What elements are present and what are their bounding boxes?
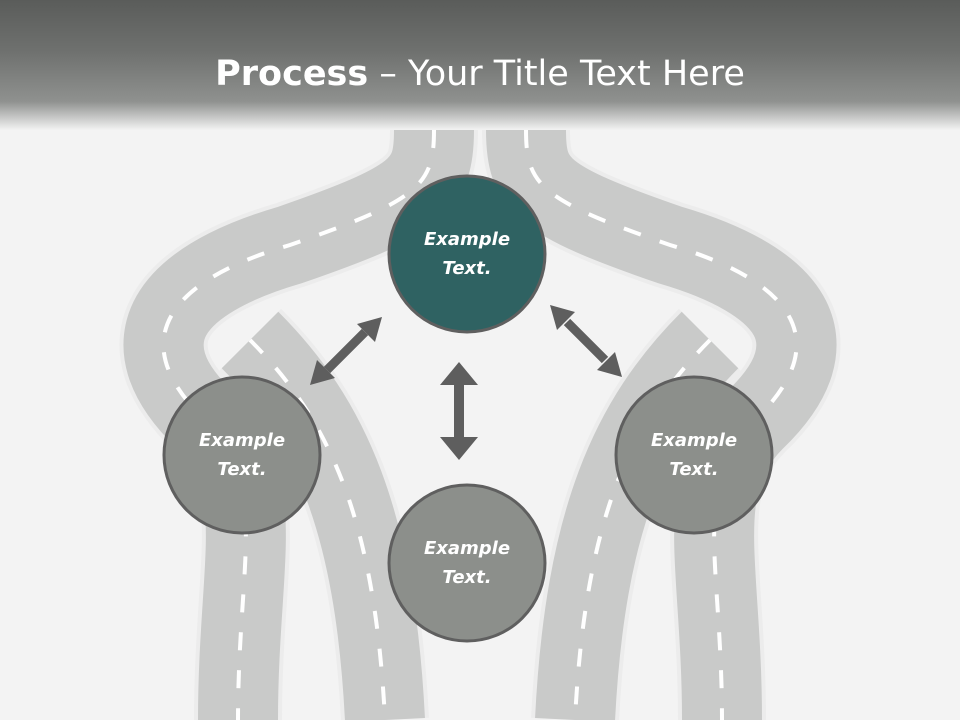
node-left-line-1: Example [198, 430, 286, 451]
slide-title: Process – Your Title Text Here [0, 52, 960, 96]
center-right-road [531, 308, 742, 720]
center-left-road [218, 308, 429, 720]
node-bottom-line-2: Text. [442, 567, 492, 588]
arrow-top-to-bottom [440, 362, 478, 460]
header-band: Process – Your Title Text Here [0, 0, 960, 130]
node-bottom-circle [387, 483, 547, 643]
node-top-line-1: Example [423, 229, 511, 250]
node-right-line-1: Example [650, 430, 738, 451]
node-top-label: Example Text. [392, 225, 542, 283]
node-left-circle [162, 375, 322, 535]
arrow-top-to-left [310, 317, 382, 385]
node-top-line-2: Text. [442, 258, 492, 279]
node-top-circle [387, 174, 547, 334]
slide-title-bold: Process [215, 54, 369, 94]
left-road [119, 129, 478, 720]
node-right-line-2: Text. [669, 459, 719, 480]
node-left-label: Example Text. [167, 426, 317, 484]
slide-title-rest: – Your Title Text Here [368, 54, 745, 94]
arrow-top-to-right [550, 305, 622, 377]
node-right-circle [614, 375, 774, 535]
node-right-label: Example Text. [619, 426, 769, 484]
right-road [482, 129, 841, 720]
node-bottom-label: Example Text. [392, 534, 542, 592]
node-left-line-2: Text. [217, 459, 267, 480]
node-bottom-line-1: Example [423, 538, 511, 559]
